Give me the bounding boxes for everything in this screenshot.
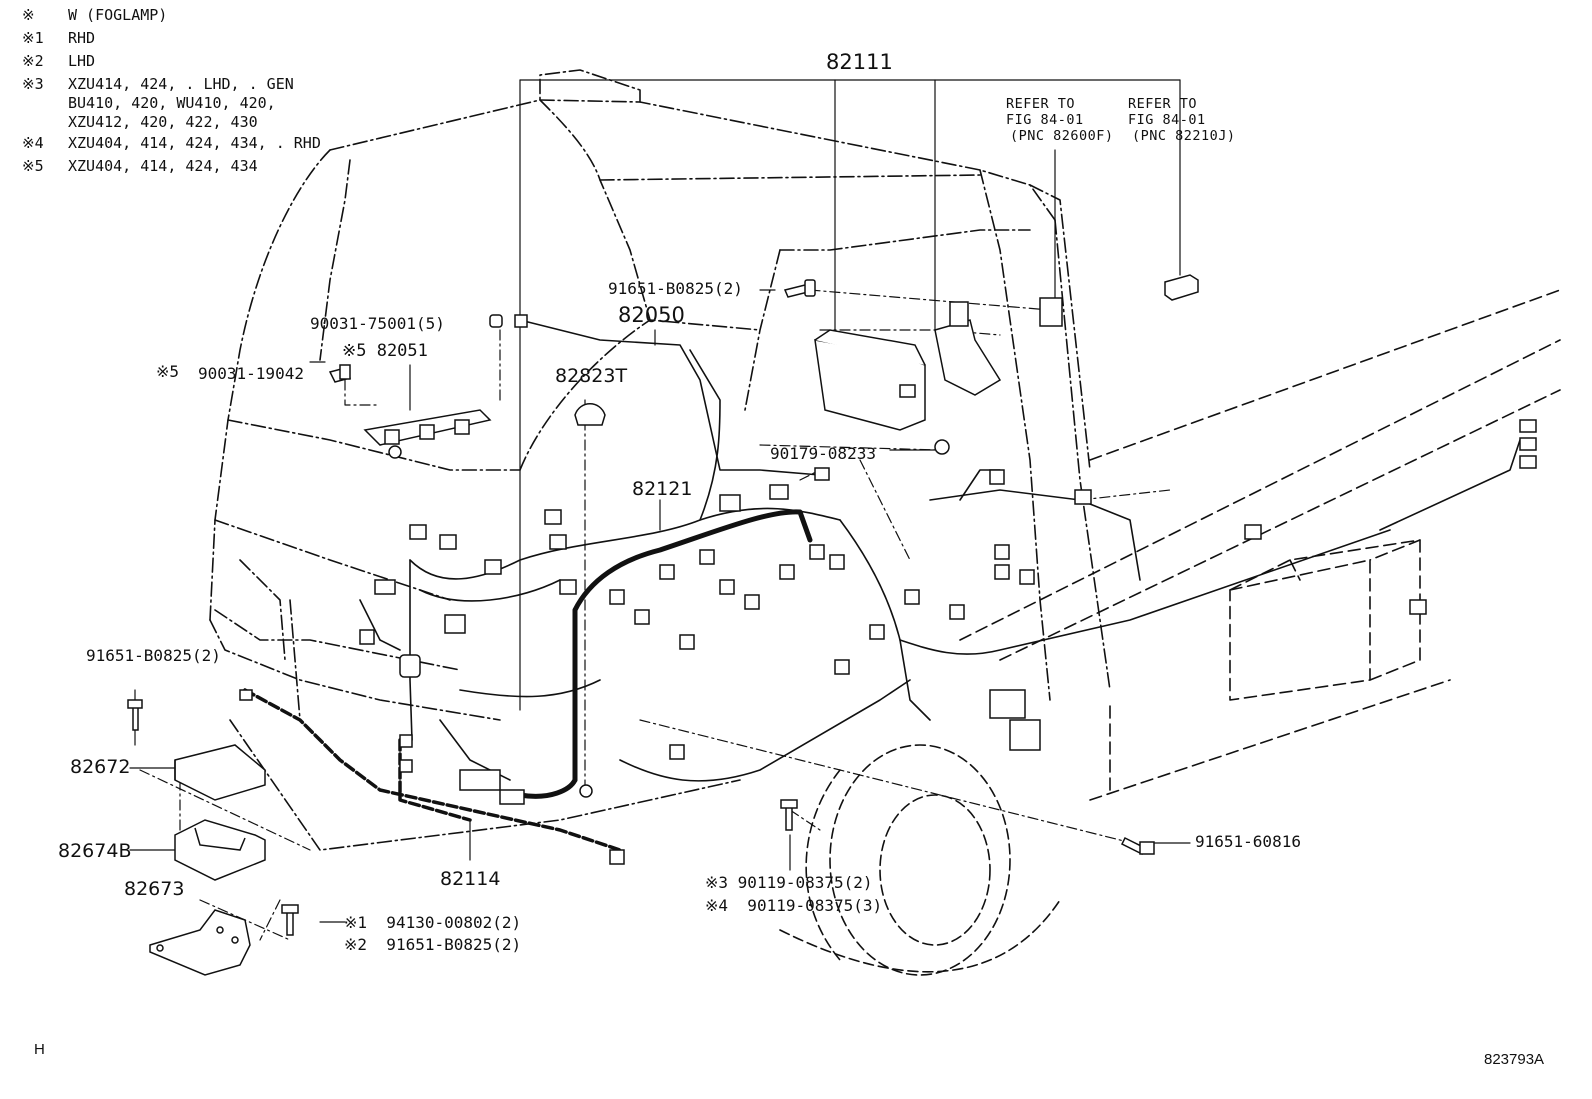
bracket-82673 [149, 909, 251, 976]
ref-1-line1: REFER TO [1006, 96, 1076, 112]
legend-text-0: W (FOGLAMP) [68, 6, 168, 24]
module-82672 [174, 744, 266, 801]
part-90031-19042: 90031-19042 [198, 364, 304, 383]
legend-text-3: XZU414, 424, . LHD, . GEN [68, 75, 294, 93]
legend-text-6: XZU404, 414, 424, 434, . RHD [68, 134, 321, 152]
legend-text-1: RHD [68, 29, 96, 47]
junction-82051 [363, 409, 492, 459]
part-90031-19042-mark: ※5 [156, 362, 180, 381]
ref-2-line3: (PNC 82210J) [1132, 128, 1236, 144]
cab-outline [209, 69, 1111, 851]
harness-connectors [239, 314, 1537, 865]
harness-82121 [572, 509, 813, 783]
dashed-leaders [139, 289, 1171, 941]
part-82114: 82114 [440, 868, 501, 890]
part-82674b: 82674B [58, 840, 132, 862]
bolts [127, 279, 1155, 936]
legend-mark-6: ※4 [22, 134, 44, 152]
part-91651-60816: 91651-60816 [1195, 832, 1301, 851]
ref-1-line3: (PNC 82600F) [1010, 128, 1114, 144]
relay-82600f [1039, 297, 1063, 327]
part-82051: ※5 82051 [342, 341, 428, 361]
part-82121: 82121 [632, 478, 693, 500]
part-94130-00802: ※1 94130-00802(2) [344, 913, 522, 932]
part-82672: 82672 [70, 756, 131, 778]
legend-mark-2: ※2 [22, 52, 44, 70]
part-82673: 82673 [124, 878, 185, 900]
part-90119-08375-a: ※3 90119-08375(2) [705, 873, 873, 892]
ref-2-line1: REFER TO [1128, 96, 1198, 112]
legend-mark-0: ※ [22, 6, 35, 24]
legend-text-4: BU410, 420, WU410, 420, [68, 94, 276, 112]
legend-text-5: XZU412, 420, 422, 430 [68, 113, 258, 131]
ref-1-line2: FIG 84-01 [1006, 112, 1084, 128]
part-90179-08233: 90179-08233 [770, 444, 876, 463]
legend-mark-7: ※5 [22, 157, 44, 175]
case-82674b [174, 819, 266, 881]
ref-2-line2: FIG 84-01 [1128, 112, 1206, 128]
front-wheel [779, 744, 1061, 976]
legend-mark-3: ※3 [22, 75, 44, 93]
footer-left: H [34, 1041, 45, 1058]
leader-lines [129, 79, 1191, 923]
part-82050: 82050 [618, 303, 685, 327]
part-90031-75001: 90031-75001(5) [310, 314, 445, 333]
part-91651-b0825-top: 91651-B0825(2) [608, 279, 743, 298]
main-harness [359, 319, 1521, 782]
part-91651-b0825-lhd: ※2 91651-B0825(2) [344, 935, 522, 954]
legend-text-2: LHD [68, 52, 96, 70]
part-91651-b0825-left: 91651-B0825(2) [86, 646, 221, 665]
legend-mark-1: ※1 [22, 29, 44, 47]
footer-figure-id: 823793A [1484, 1051, 1545, 1068]
chassis-frame [959, 289, 1561, 801]
front-bumper [214, 559, 461, 721]
part-90119-08375-b: ※4 90119-08375(3) [705, 896, 883, 915]
part-82823t: 82823T [555, 365, 628, 387]
harness-82114 [243, 688, 622, 852]
relay-82210j [1164, 274, 1199, 301]
part-82111: 82111 [826, 50, 893, 74]
sensor-82823t [574, 403, 606, 426]
ecu-box-82111 [814, 329, 926, 431]
relay-bracket [934, 301, 1002, 396]
legend-text-7: XZU404, 414, 424, 434 [68, 157, 258, 175]
